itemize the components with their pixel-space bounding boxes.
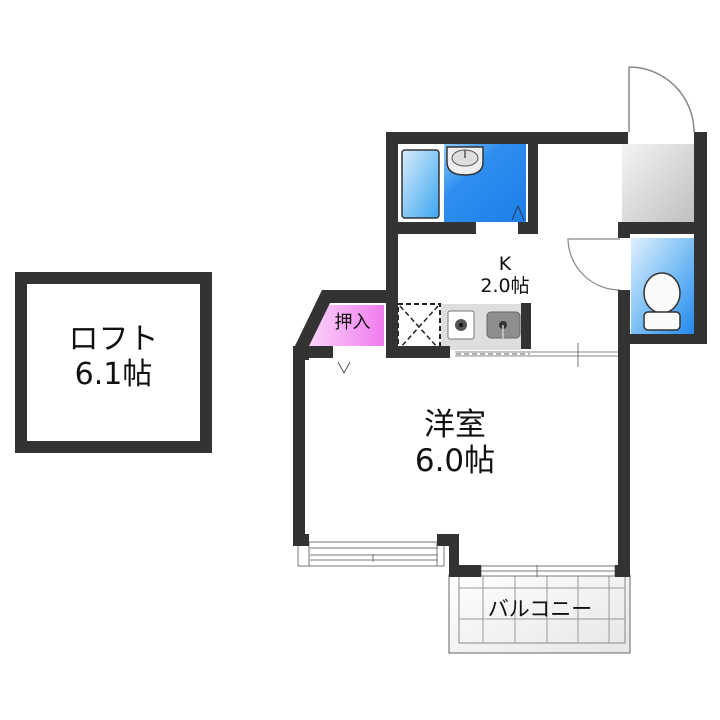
loft-area: 6.1帖 (74, 356, 153, 392)
loft-name: ロフト (68, 322, 159, 357)
loft-room (27, 284, 200, 441)
bathtub-icon (401, 149, 440, 219)
western-room-label: 洋室 6.0帖 (385, 407, 525, 479)
window-balcony (480, 565, 616, 577)
entrance-floor (622, 144, 696, 228)
sink-icon (446, 146, 484, 176)
toilet-door (567, 238, 621, 291)
western-room-area: 6.0帖 (414, 442, 496, 479)
kitchen-label: K 2.0帖 (460, 253, 550, 298)
walls (293, 132, 707, 577)
kitchen-name: K (498, 253, 512, 275)
window-left (297, 541, 445, 567)
kitchen-area: 2.0帖 (480, 274, 530, 297)
closet-label: 押入 (334, 312, 371, 333)
entry-door (628, 66, 695, 133)
balcony-label: バルコニー (487, 597, 593, 621)
closet-floor (309, 305, 384, 346)
western-room-name: 洋室 (424, 407, 486, 443)
toilet-icon (643, 272, 681, 331)
loft-label: ロフト 6.1帖 (27, 322, 200, 392)
